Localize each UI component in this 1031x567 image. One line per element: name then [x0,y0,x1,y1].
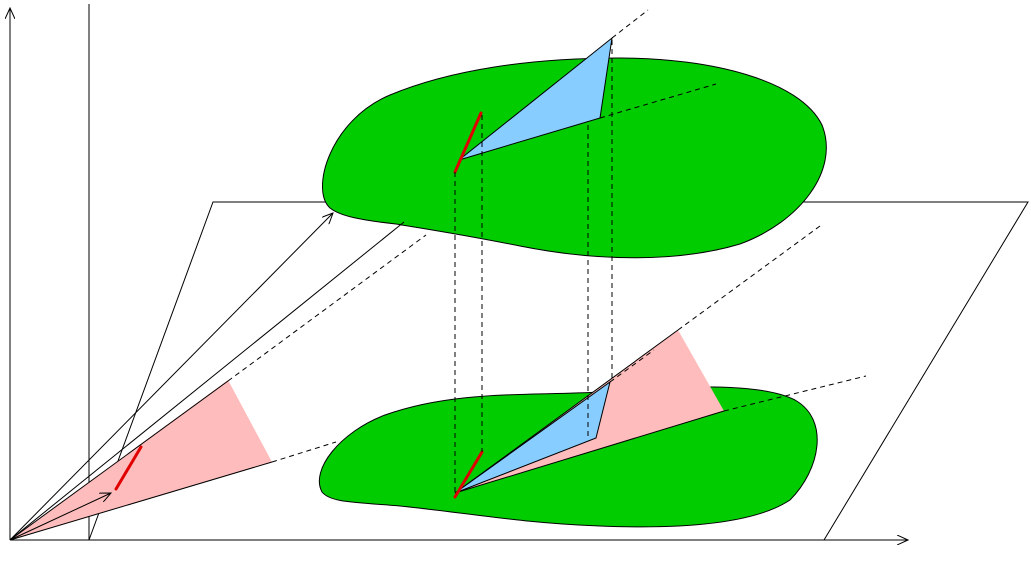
lower-cone-lower-edge [454,410,725,494]
lower-blue-upper-extension [609,349,655,383]
lower-red-segment [453,450,484,499]
lower-cone-lower-extension [723,375,867,412]
lower-blue-triangle [454,380,611,494]
ray-to-upper-region [9,213,333,541]
small-cone-lower-edge [9,461,273,541]
small-red-segment [114,445,143,491]
small-pink-cone [10,380,272,540]
upper-blue-lower-extension [599,83,717,119]
upper-green-region [322,57,827,259]
upper-blue-upper-extension [611,9,649,39]
upper-blue-triangle [458,36,613,161]
ray-through-plane [9,221,405,541]
lower-cone-upper-extension [677,225,821,331]
small-cone-upper-extension [227,234,427,382]
upper-red-segment [453,111,483,174]
small-cone-lower-extension [271,441,337,463]
base-plane [88,201,1029,541]
ray-to-red-segment [9,493,111,541]
small-cone-upper-edge [9,380,229,541]
